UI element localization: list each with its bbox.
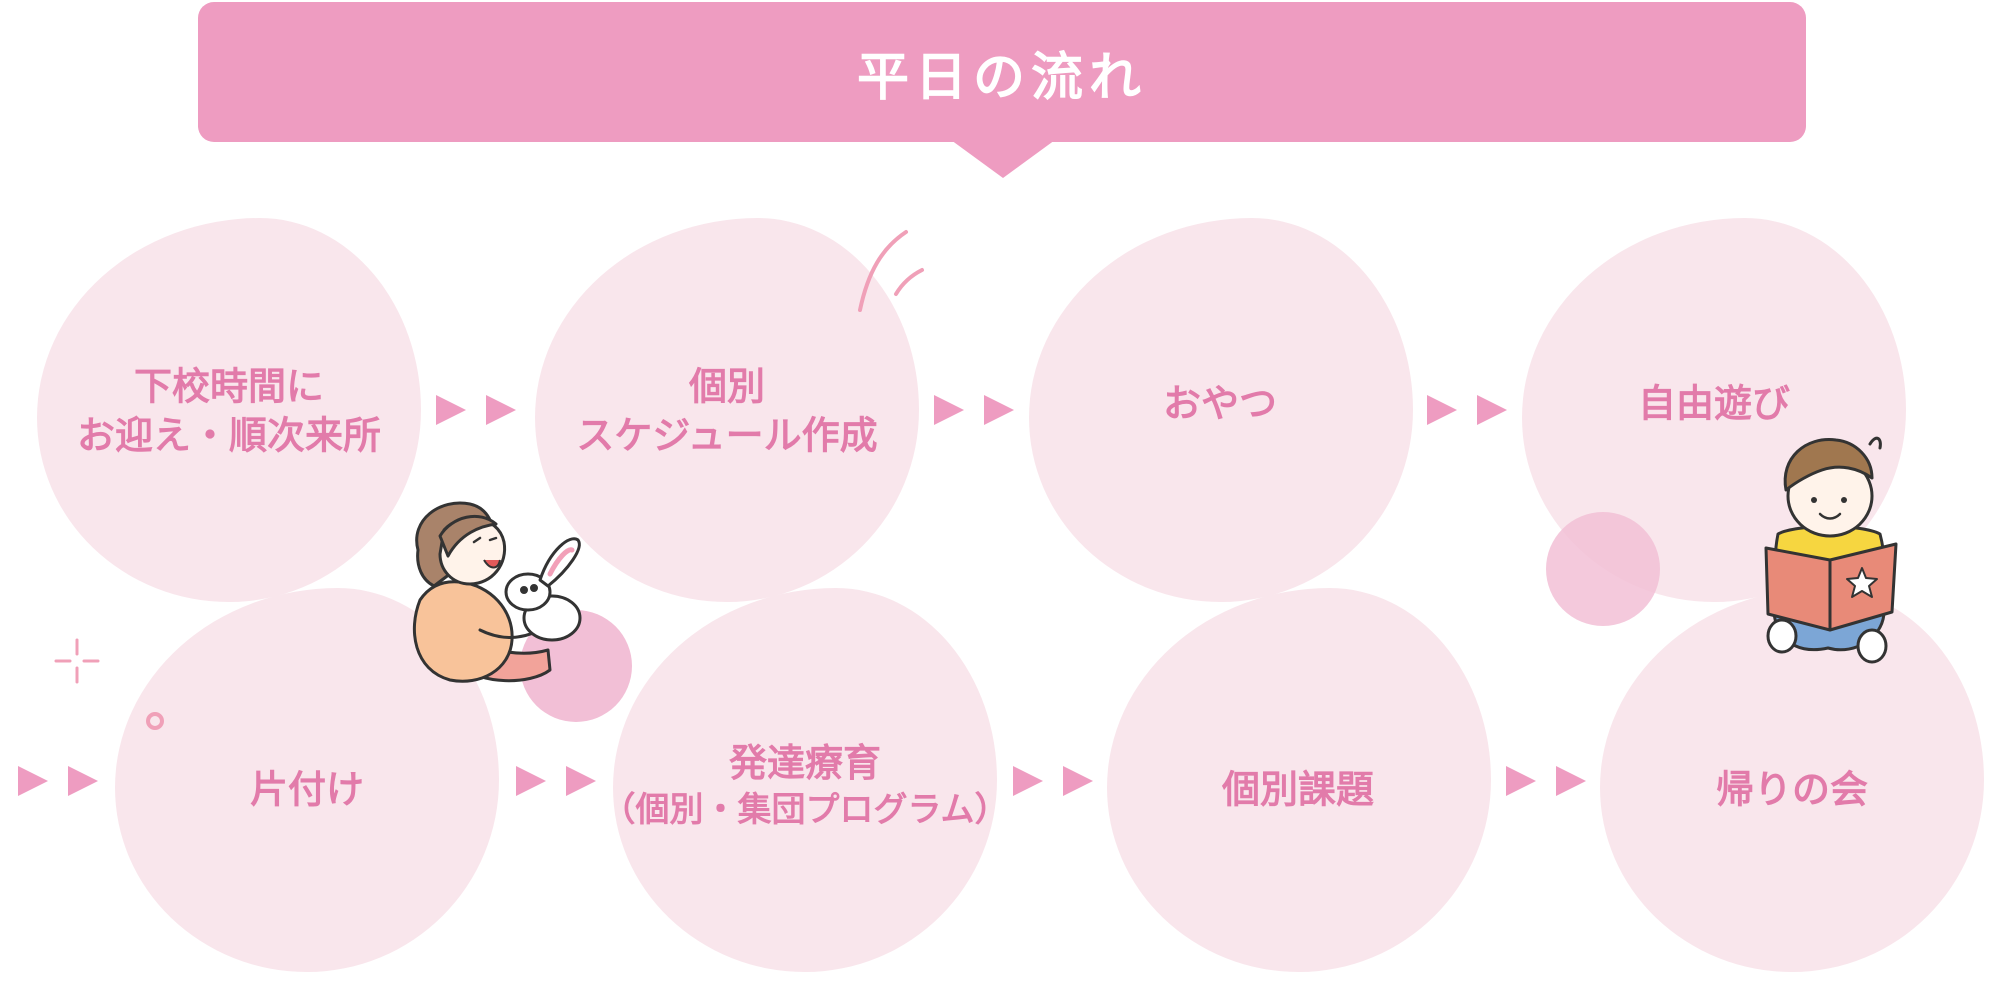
header-pointer	[951, 140, 1055, 178]
flow-arrow	[1427, 395, 1457, 425]
step-label-line1: 下校時間に	[133, 364, 325, 409]
step-label-line1: 発達療育	[728, 741, 882, 786]
flow-arrow	[516, 766, 546, 796]
accent-circle	[1546, 512, 1660, 626]
schedule-title: 平日の流れ	[856, 47, 1147, 108]
flow-arrow	[934, 395, 964, 425]
flow-arrow	[486, 395, 516, 425]
step-label-7: 個別課題	[1222, 765, 1374, 814]
step-bubble-1	[37, 218, 421, 602]
step-label-1: 下校時間に お迎え・順次来所	[77, 363, 381, 462]
flow-arrow	[18, 766, 48, 796]
step-label-line1: 自由遊び	[1637, 381, 1791, 426]
schedule-header: 平日の流れ	[198, 2, 1806, 142]
step-label-2: 個別 スケジュール作成	[576, 363, 877, 462]
flow-arrow	[1013, 766, 1043, 796]
step-label-line1: 片付け	[249, 767, 365, 812]
step-bubble-8	[1600, 588, 1984, 972]
step-bubble-7	[1107, 588, 1491, 972]
boy-reading-book-illustration	[1764, 436, 1898, 664]
step-label-line1: 個別	[688, 364, 765, 409]
sparkle-icon	[54, 638, 100, 684]
flow-arrow	[984, 395, 1014, 425]
flow-arrow	[68, 766, 98, 796]
girl-with-bunny-illustration	[412, 501, 582, 683]
step-bubble-6	[613, 588, 997, 972]
flow-arrow	[566, 766, 596, 796]
step-label-line2: （個別・集団プログラム）	[601, 790, 1009, 831]
step-label-6: 発達療育 （個別・集団プログラム）	[602, 739, 1009, 833]
step-label-line1: 個別課題	[1221, 767, 1375, 812]
step-bubble-2	[535, 218, 919, 602]
step-label-line1: おやつ	[1162, 381, 1278, 426]
small-ring-icon	[146, 712, 164, 730]
flow-arrow	[1556, 766, 1586, 796]
step-label-line2: スケジュール作成	[576, 414, 878, 458]
step-label-5: 片付け	[250, 765, 364, 814]
step-label-line1: 帰りの会	[1715, 767, 1869, 812]
step-label-8: 帰りの会	[1716, 765, 1868, 814]
flow-arrow	[436, 395, 466, 425]
step-label-4: 自由遊び	[1638, 379, 1790, 428]
step-label-3: おやつ	[1163, 379, 1277, 428]
flow-arrow	[1506, 766, 1536, 796]
step-bubble-3	[1029, 218, 1413, 602]
swoosh-lines-icon	[858, 230, 924, 312]
flow-arrow	[1477, 395, 1507, 425]
flow-arrow	[1063, 766, 1093, 796]
step-label-line2: お迎え・順次来所	[76, 414, 382, 458]
